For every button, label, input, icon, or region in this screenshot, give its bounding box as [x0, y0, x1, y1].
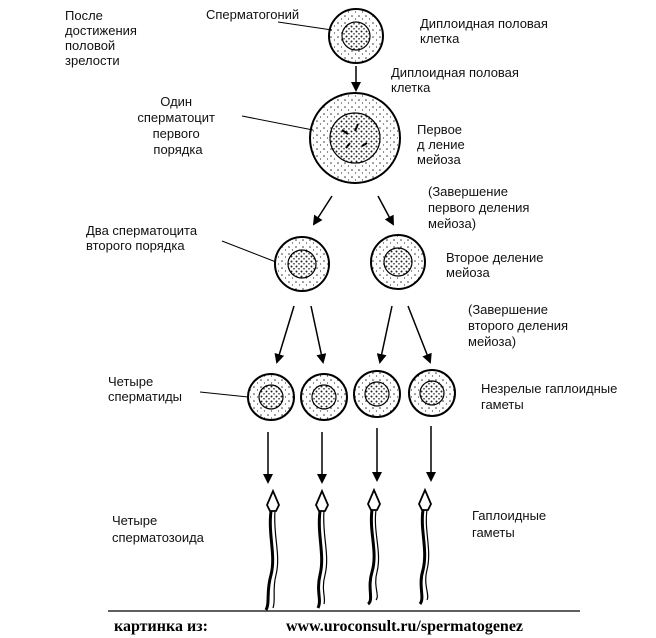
spermatozoon — [366, 487, 381, 606]
label-after-puberty: После достижения половой зрелости — [65, 8, 141, 68]
label-diploid-cell-1: Диплоидная половая клетка — [420, 16, 552, 46]
spermatozoon — [264, 488, 280, 611]
label-primary-spermatocyte: Один сперматоцит первого порядка — [137, 94, 218, 157]
label-diploid-cell-2: Диплоидная половая клетка — [391, 65, 523, 95]
arrows — [263, 66, 436, 484]
secondary-spermatocyte-cell — [370, 234, 426, 290]
secondary-spermatocyte-cell — [274, 236, 330, 292]
label-completion-second-division: (Завершение второго деления мейоза) — [468, 302, 572, 349]
spermatogonium-cell — [328, 8, 384, 64]
caption-url: www.uroconsult.ru/spermatogenez — [286, 618, 523, 635]
label-two-secondary-spermatocytes: Два сперматоцита второго порядка — [86, 223, 201, 253]
label-first-meiotic-division: Первое д ление мейоза — [417, 122, 468, 167]
label-four-spermatozoa: Четыре сперматозоида — [112, 513, 205, 545]
primary-spermatocyte-cell — [309, 92, 401, 184]
label-immature-haploid-gametes: Незрелые гаплоидные гаметы — [481, 381, 621, 412]
label-spermatogonium: Сперматогоний — [206, 7, 299, 22]
label-four-spermatids: Четыре сперматиды — [108, 374, 182, 404]
spermatozoon — [418, 487, 432, 605]
caption-prefix: картинка из: — [114, 618, 208, 635]
leader-lines — [199, 21, 333, 398]
spermatozoon — [315, 488, 329, 609]
spermatid-cell — [247, 373, 295, 421]
spermatid-cell — [353, 370, 401, 418]
label-completion-first-division: (Завершение первого деления мейоза) — [428, 184, 533, 231]
label-second-meiotic-division: Второе деление мейоза — [446, 250, 547, 280]
spermatid-cell — [408, 369, 456, 417]
spermatid-cell — [300, 373, 348, 421]
label-haploid-gametes: Гаплоидные гаметы — [472, 508, 550, 540]
